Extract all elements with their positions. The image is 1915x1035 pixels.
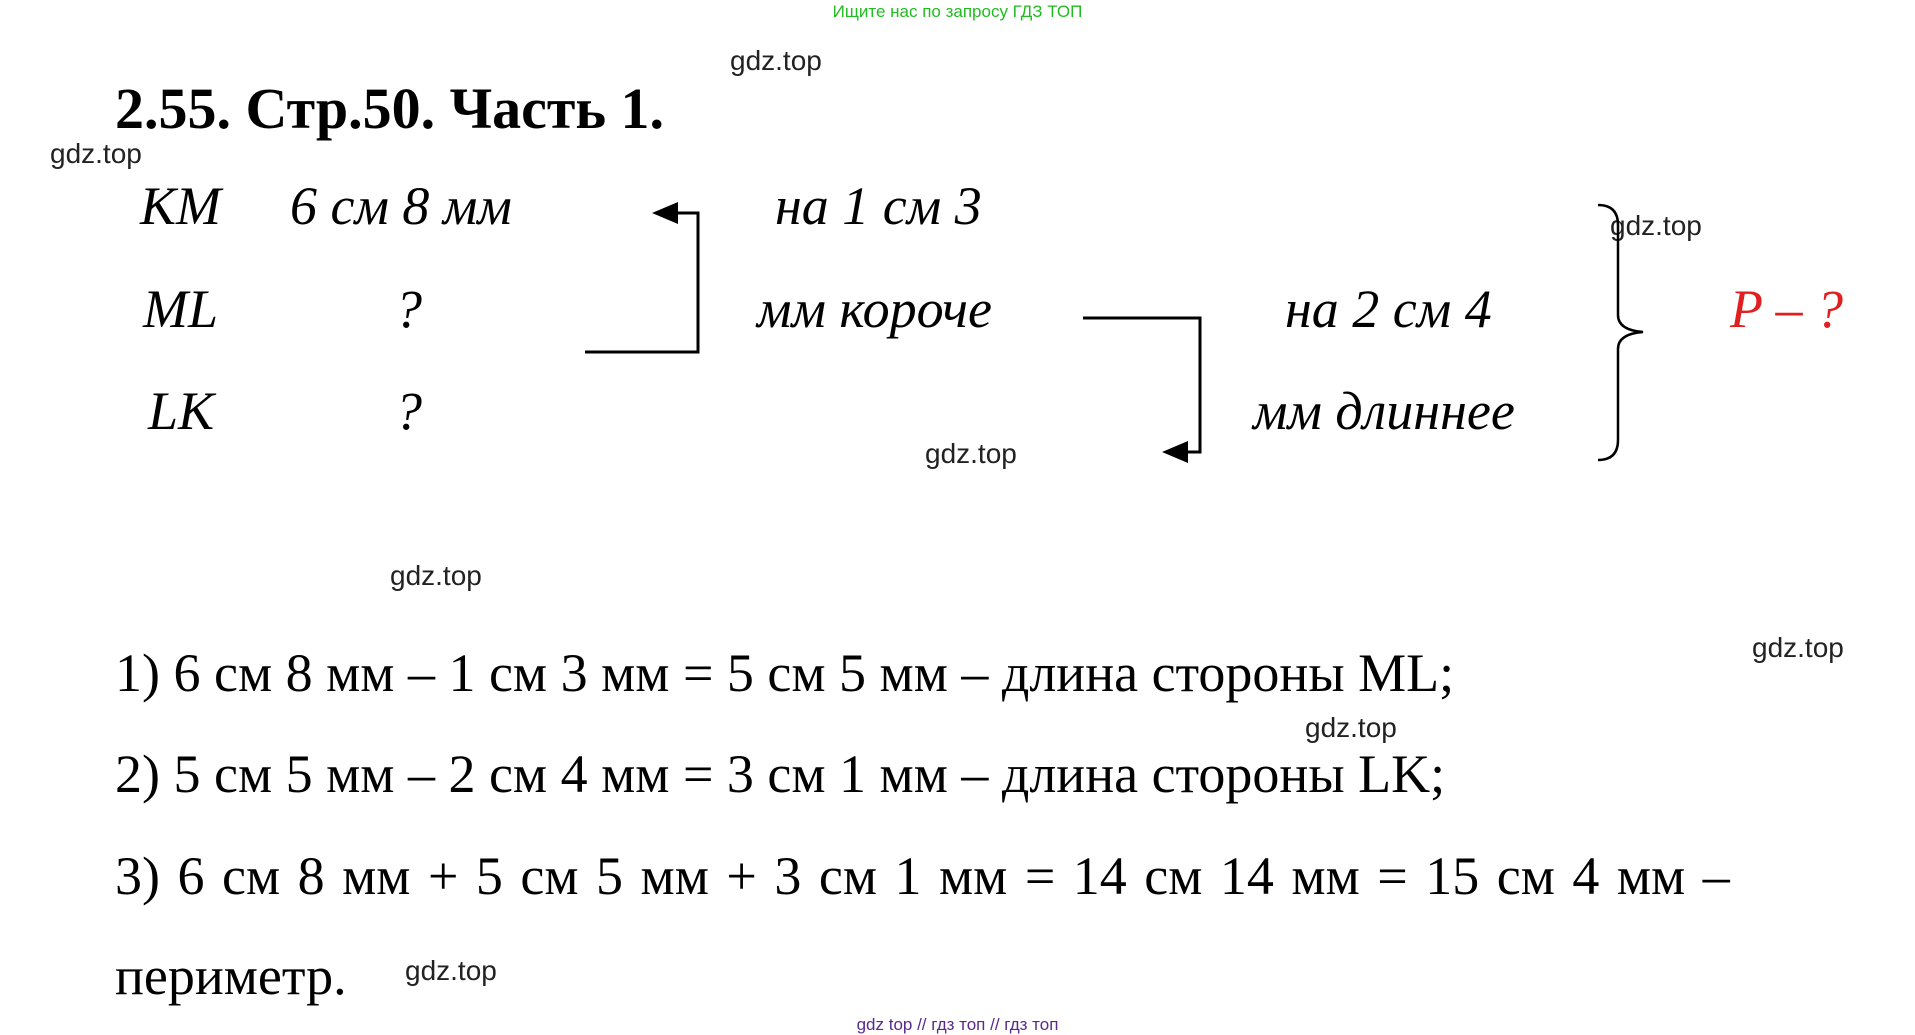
watermark: gdz.top (390, 560, 482, 591)
solution-step-3: 3) 6 см 8 мм + 5 см 5 мм + 3 см 1 мм = 1… (115, 846, 1730, 906)
arrow-head-left-icon (1162, 441, 1188, 463)
solution-step-1: 1) 6 см 8 мм – 1 см 3 мм = 5 см 5 мм – д… (115, 643, 1455, 703)
right-brace-icon (1597, 203, 1644, 462)
page-title: 2.55. Стр.50. Часть 1. (115, 76, 665, 141)
side-value-km: 6 см 8 мм (290, 176, 512, 236)
top-banner: Ищите нас по запросу ГДЗ ТОП (832, 2, 1083, 21)
solution-step-2: 2) 5 см 5 мм – 2 см 4 мм = 3 см 1 мм – д… (115, 744, 1446, 804)
watermark: gdz.top (50, 138, 142, 169)
watermark: gdz.top (1305, 712, 1397, 743)
side-value-ml: ? (395, 279, 422, 339)
arrow-head-left-icon (652, 202, 678, 224)
watermark: gdz.top (925, 438, 1017, 469)
side-value-lk: ? (395, 381, 422, 441)
relation2-line2: мм длиннее (1253, 381, 1515, 441)
watermark: gdz.top (405, 955, 497, 986)
arrow-shorter-connector (585, 211, 700, 354)
relation1-line2: мм короче (757, 279, 992, 339)
footer-links: gdz top // гдз топ // гдз топ (856, 1015, 1059, 1034)
watermark: gdz.top (1752, 632, 1844, 663)
perimeter-question: P – ? (1730, 279, 1844, 339)
solution-step-3-continued: периметр. (115, 946, 347, 1006)
side-label-lk: LK (148, 381, 215, 441)
watermark: gdz.top (730, 45, 822, 76)
relation1-line1: на 1 см 3 (775, 176, 982, 236)
side-label-km: KM (140, 176, 221, 236)
side-label-ml: ML (143, 279, 219, 339)
relation2-line1: на 2 см 4 (1285, 279, 1492, 339)
watermark: gdz.top (1610, 210, 1702, 241)
arrow-longer-connector (1083, 316, 1202, 454)
